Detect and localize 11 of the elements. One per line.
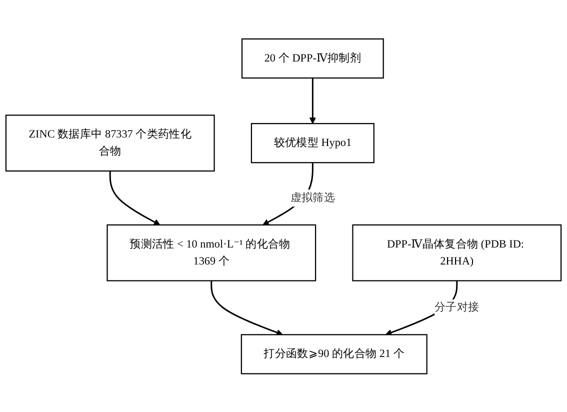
node-box: DPP-Ⅳ晶体复合物 (PDB ID: 2HHA)	[352, 224, 562, 281]
edge-label: 虚拟筛选	[290, 191, 335, 204]
node-box: ZINC 数据库中 87337 个类药性化合物	[5, 114, 215, 172]
arrow	[309, 78, 316, 124]
node-box: 较优模型 Hypo1	[250, 122, 374, 163]
node-box: 20 个 DPP-Ⅳ抑制剂	[241, 38, 384, 78]
node-box: 打分函数⩾90 的化合物 21 个	[240, 334, 428, 374]
node-box: 预测活性 < 10 nmol·L⁻¹ 的化合物 1369 个	[106, 224, 316, 281]
arrow	[210, 280, 283, 336]
edge-label: 分子对接	[434, 301, 480, 314]
arrow	[109, 170, 160, 225]
